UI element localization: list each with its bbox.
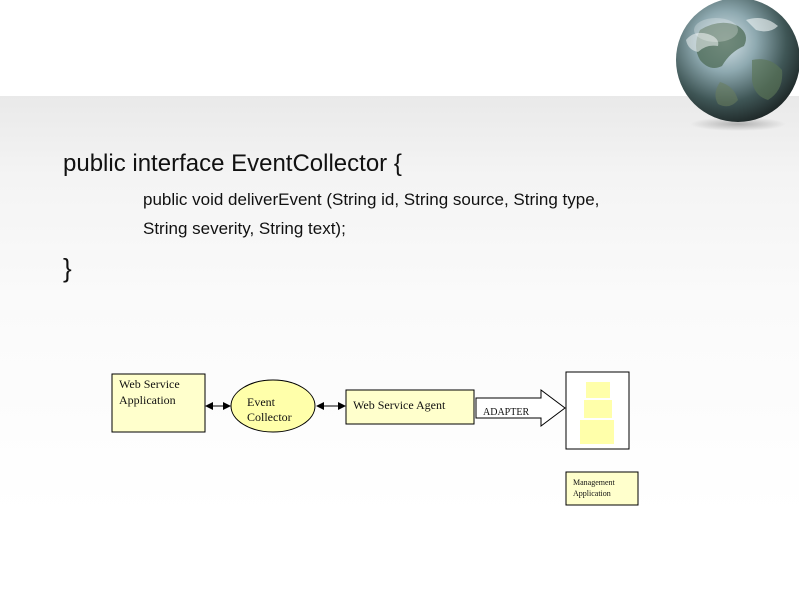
web-service-application-label-2: Application	[119, 393, 176, 407]
web-service-application-label-1: Web Service	[119, 377, 180, 391]
globe-icon	[676, 0, 799, 131]
management-application-label-1: Management	[573, 478, 616, 487]
event-collector-label-2: Collector	[247, 410, 292, 424]
interface-declaration: public interface EventCollector {	[63, 150, 402, 177]
method-signature-line-1: public void deliverEvent (String id, Str…	[143, 190, 600, 209]
management-application-label-2: Application	[573, 489, 611, 498]
closing-brace: }	[63, 253, 72, 283]
management-application-box: Management Application	[565, 471, 639, 506]
background-band	[0, 96, 799, 598]
web-service-agent-label: Web Service Agent	[353, 398, 446, 412]
management-server-box	[565, 371, 630, 450]
event-collector-label-1: Event	[247, 395, 276, 409]
event-collector-ellipse: Event Collector	[230, 379, 316, 433]
web-service-application-box: Web Service Application	[111, 373, 206, 433]
adapter-label: ADAPTER	[483, 407, 529, 418]
server-icon	[580, 382, 614, 444]
web-service-agent-box: Web Service Agent	[345, 389, 475, 425]
method-signature-line-2: String severity, String text);	[143, 219, 346, 238]
adapter-arrow: ADAPTER	[475, 389, 566, 427]
